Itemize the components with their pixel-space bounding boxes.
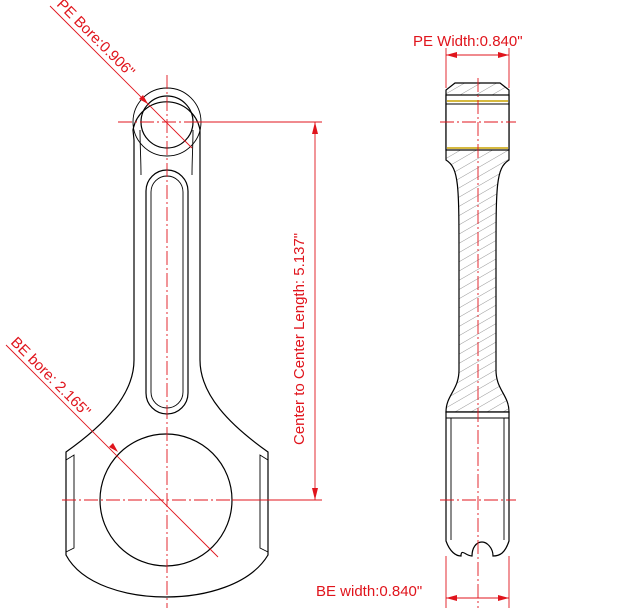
cc-arrow-top <box>312 122 318 134</box>
pe-width-dimension: PE Width:0.840" <box>413 33 523 88</box>
be-bore-leader <box>5 344 219 558</box>
side-big-end-section <box>445 411 510 557</box>
side-small-end-section <box>445 94 510 151</box>
pe-bore-dimension: PE Bore:0.906" <box>49 0 193 149</box>
be-width-arrow-right <box>498 595 509 601</box>
pe-bore-arrow <box>139 95 148 104</box>
pe-bore-leader <box>49 5 193 149</box>
cc-label: Center to Center Length: 5.137" <box>291 233 308 445</box>
pe-width-label: PE Width:0.840" <box>413 33 523 50</box>
be-bore-dimension: BE bore: 2.165" <box>5 334 219 558</box>
be-width-dimension: BE width:0.840" <box>316 556 510 608</box>
side-profile-hatched <box>445 82 510 413</box>
center-length-dimension: Center to Center Length: 5.137" <box>192 121 322 501</box>
side-view <box>440 78 516 608</box>
be-bore-arrow <box>109 443 118 452</box>
front-view <box>62 75 272 608</box>
be-width-arrow-left <box>446 595 457 601</box>
rod-body-outline <box>65 101 269 598</box>
pe-width-arrow-right <box>498 52 509 58</box>
cap-ear-right <box>259 454 269 553</box>
cc-arrow-bottom <box>312 488 318 500</box>
rod-inner-outline <box>139 129 194 176</box>
cap-ear-left <box>65 454 75 553</box>
pe-width-arrow-left <box>446 52 457 58</box>
be-bore-label: BE bore: 2.165" <box>7 334 94 421</box>
pe-bore-label: PE Bore:0.906" <box>53 0 138 81</box>
be-width-label: BE width:0.840" <box>316 583 422 600</box>
